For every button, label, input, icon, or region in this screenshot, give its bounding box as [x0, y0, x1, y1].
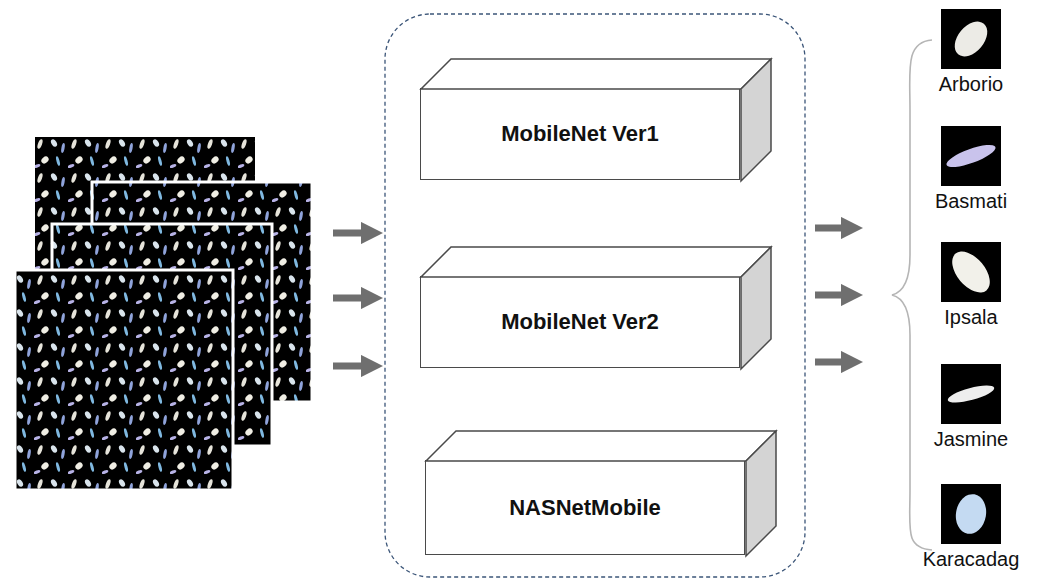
- model-box: NASNetMobile: [425, 460, 745, 555]
- arrow: [333, 230, 372, 237]
- grain-image: [941, 9, 1001, 69]
- arrow: [815, 292, 852, 299]
- box-top-face: [426, 431, 776, 461]
- box-depth: [419, 57, 773, 183]
- rice-grain: [953, 492, 989, 537]
- arrow: [333, 295, 372, 302]
- rice-grain: [948, 15, 994, 62]
- sample-image: [15, 270, 233, 490]
- class-label: Jasmine: [934, 428, 1008, 450]
- grain-image: [941, 364, 1001, 424]
- rice-grain: [946, 382, 995, 406]
- class-label: Ipsala: [944, 306, 997, 328]
- box-side-face: [741, 247, 771, 369]
- box-side-face: [741, 59, 771, 181]
- output-arrows: [815, 228, 852, 362]
- grain-image: [941, 126, 1001, 186]
- model-label: MobileNet Ver2: [501, 309, 659, 335]
- curly-brace: [892, 40, 932, 550]
- image-ground: [941, 364, 1001, 424]
- box-side-face: [746, 431, 776, 556]
- image-ground: [941, 484, 1001, 544]
- box-top-face: [421, 59, 771, 89]
- grain-image: [941, 242, 1001, 302]
- model-group-outline: [385, 14, 805, 577]
- input-arrows: [333, 233, 372, 366]
- grain-image: [941, 484, 1001, 544]
- arrow: [815, 359, 852, 366]
- box-depth: [419, 245, 773, 371]
- model-label: MobileNet Ver1: [501, 121, 659, 147]
- model-box: MobileNet Ver2: [420, 276, 740, 368]
- model-label: NASNetMobile: [509, 495, 661, 521]
- arrow: [815, 225, 852, 232]
- arrow: [333, 363, 372, 370]
- class-label: Basmati: [935, 190, 1007, 212]
- class-thumbnail: Jasmine: [911, 364, 1031, 450]
- class-thumbnail: Arborio: [911, 9, 1031, 95]
- rice-grain: [944, 141, 998, 172]
- class-label: Arborio: [939, 73, 1003, 95]
- class-thumbnail: Basmati: [911, 126, 1031, 212]
- image-ground: [941, 126, 1001, 186]
- box-top-face: [421, 247, 771, 277]
- image-ground: [941, 242, 1001, 302]
- class-thumbnail: Karacadag: [911, 484, 1031, 570]
- class-label: Karacadag: [923, 548, 1020, 570]
- rice-grain: [945, 245, 997, 300]
- image-stack: [15, 137, 312, 490]
- model-box: MobileNet Ver1: [420, 88, 740, 180]
- box-depth: [424, 429, 778, 558]
- image-ground: [941, 9, 1001, 69]
- class-thumbnail: Ipsala: [911, 242, 1031, 328]
